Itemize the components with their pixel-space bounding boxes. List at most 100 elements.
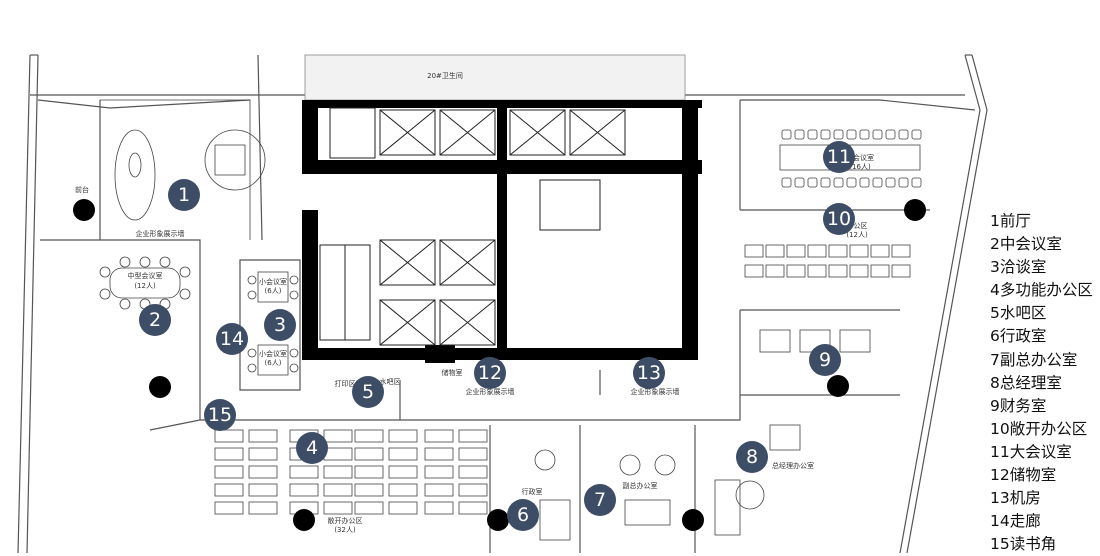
- open-office2-label: 办公区: [847, 221, 868, 230]
- legend-item-7: 7副总办公室: [990, 350, 1078, 369]
- desk: [891, 244, 911, 258]
- desk: [424, 483, 454, 497]
- legend-item-4: 4多功能办公区: [990, 281, 1093, 300]
- desk: [248, 483, 278, 497]
- desk: [458, 447, 488, 461]
- legend-item-1: 1前厅: [990, 212, 1031, 230]
- room-marker-10: 10: [823, 203, 855, 235]
- legend-item-9: 9财务室: [990, 396, 1047, 415]
- open-office-desks-right: [744, 244, 911, 278]
- desk: [388, 465, 418, 479]
- desk: [388, 429, 418, 443]
- room-marker-11: 11: [823, 141, 855, 173]
- chair: [911, 129, 922, 140]
- chair: [794, 177, 805, 188]
- desk: [807, 264, 827, 278]
- room-marker-15: 15: [204, 399, 236, 431]
- desk: [214, 465, 244, 479]
- desk: [354, 483, 384, 497]
- desk: [214, 501, 244, 515]
- svg-text:8: 8: [746, 446, 758, 468]
- chair: [911, 177, 922, 188]
- svg-text:9: 9: [819, 349, 831, 371]
- desk: [424, 501, 454, 515]
- mid-meeting-label: 中型会议室: [128, 271, 163, 280]
- desk: [289, 465, 319, 479]
- desk: [323, 429, 353, 443]
- desk: [849, 244, 869, 258]
- desk: [354, 501, 384, 515]
- display-wall-label-3: 企业形象展示墙: [631, 387, 680, 396]
- desk: [248, 465, 278, 479]
- chair: [846, 177, 857, 188]
- mid-meeting-table: [99, 256, 191, 310]
- legend-item-11: 11大会议室: [990, 442, 1072, 461]
- desk: [323, 447, 353, 461]
- desk: [214, 447, 244, 461]
- big-meeting-table: [779, 129, 922, 188]
- legend-item-5: 5水吧区: [990, 304, 1047, 323]
- desk: [248, 501, 278, 515]
- svg-text:12: 12: [478, 362, 502, 384]
- legend-item-3: 3洽谈室: [990, 258, 1047, 277]
- desk: [849, 264, 869, 278]
- desk: [354, 465, 384, 479]
- office-furniture: [534, 329, 871, 541]
- legend-item-2: 2中会议室: [990, 235, 1062, 254]
- negotiation-capacity-1: (6人): [265, 287, 282, 295]
- deputy-label: 副总办公室: [623, 481, 658, 490]
- room-marker-3: 3: [264, 309, 296, 341]
- chair: [820, 129, 831, 140]
- chair: [846, 129, 857, 140]
- chair: [833, 177, 844, 188]
- chair: [898, 177, 909, 188]
- chair: [859, 129, 870, 140]
- svg-text:3: 3: [274, 314, 286, 336]
- toilet-area: [304, 54, 686, 101]
- desk: [870, 264, 890, 278]
- room-marker-5: 5: [352, 376, 384, 408]
- elevator-shafts: [319, 107, 626, 346]
- desk: [458, 429, 488, 443]
- desk: [388, 501, 418, 515]
- desk: [786, 264, 806, 278]
- svg-text:15: 15: [208, 404, 232, 426]
- svg-text:14: 14: [220, 328, 244, 350]
- svg-text:5: 5: [362, 381, 374, 403]
- open-office-capacity: (32人): [334, 526, 356, 534]
- structural-columns: [73, 199, 926, 531]
- room-marker-2: 2: [139, 304, 171, 336]
- desk: [214, 483, 244, 497]
- desk: [870, 244, 890, 258]
- mid-meeting-capacity: (12人): [134, 282, 156, 290]
- desk: [388, 483, 418, 497]
- chair: [898, 129, 909, 140]
- reception-area: [100, 99, 266, 240]
- room-marker-8: 8: [736, 441, 768, 473]
- negotiation-label-1: 小会议室: [259, 277, 287, 286]
- desk: [828, 244, 848, 258]
- legend-item-12: 12储物室: [990, 466, 1057, 485]
- open-office-desks: [214, 429, 488, 515]
- display-wall-label: 企业形象展示墙: [136, 229, 185, 238]
- desk: [828, 264, 848, 278]
- display-wall-label-2: 企业形象展示墙: [466, 387, 515, 396]
- room-marker-9: 9: [809, 344, 841, 376]
- desk: [458, 465, 488, 479]
- reception-label: 前台: [75, 185, 89, 194]
- desk: [891, 264, 911, 278]
- desk: [354, 429, 384, 443]
- desk: [786, 244, 806, 258]
- desk: [289, 483, 319, 497]
- svg-text:7: 7: [594, 489, 606, 511]
- chair: [807, 177, 818, 188]
- chair: [781, 129, 792, 140]
- print-area-label: 打印区: [335, 379, 356, 388]
- negotiation-label-2: 小会议室: [259, 349, 287, 358]
- legend-item-6: 6行政室: [990, 327, 1047, 346]
- room-marker-14: 14: [216, 323, 248, 355]
- storage-label: 储物室: [442, 368, 463, 377]
- svg-text:2: 2: [149, 309, 161, 331]
- chair: [794, 129, 805, 140]
